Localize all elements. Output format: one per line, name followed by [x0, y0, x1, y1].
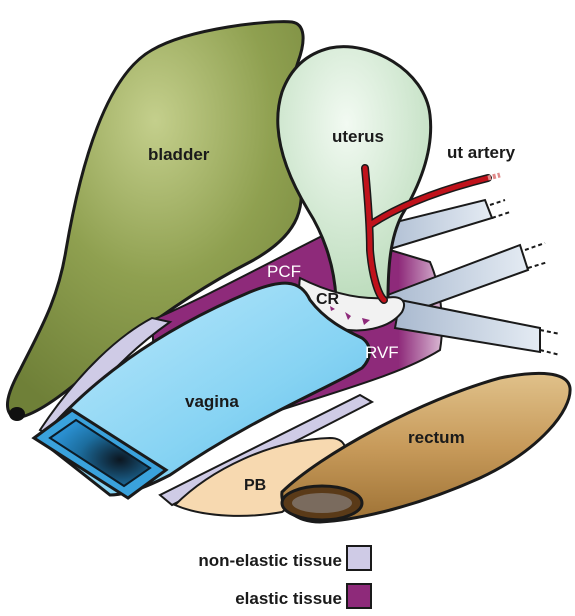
label-bladder: bladder: [148, 145, 210, 164]
urethra-opening: [9, 407, 25, 421]
legend-elastic-label: elastic tissue: [235, 589, 342, 608]
label-rectum: rectum: [408, 428, 465, 447]
label-vagina: vagina: [185, 392, 239, 411]
rectum-opening: [292, 493, 352, 513]
legend-non-elastic-label: non-elastic tissue: [198, 551, 342, 570]
label-pcf: PCF: [267, 262, 301, 281]
legend-elastic-swatch: [347, 584, 371, 608]
label-ut-artery: ut artery: [447, 143, 516, 162]
legend-non-elastic-swatch: [347, 546, 371, 570]
label-cr: CR: [316, 291, 340, 308]
label-pb: PB: [244, 477, 266, 494]
label-rvf: RVF: [365, 343, 399, 362]
label-uterus: uterus: [332, 127, 384, 146]
uterine-artery-end: [488, 175, 500, 178]
